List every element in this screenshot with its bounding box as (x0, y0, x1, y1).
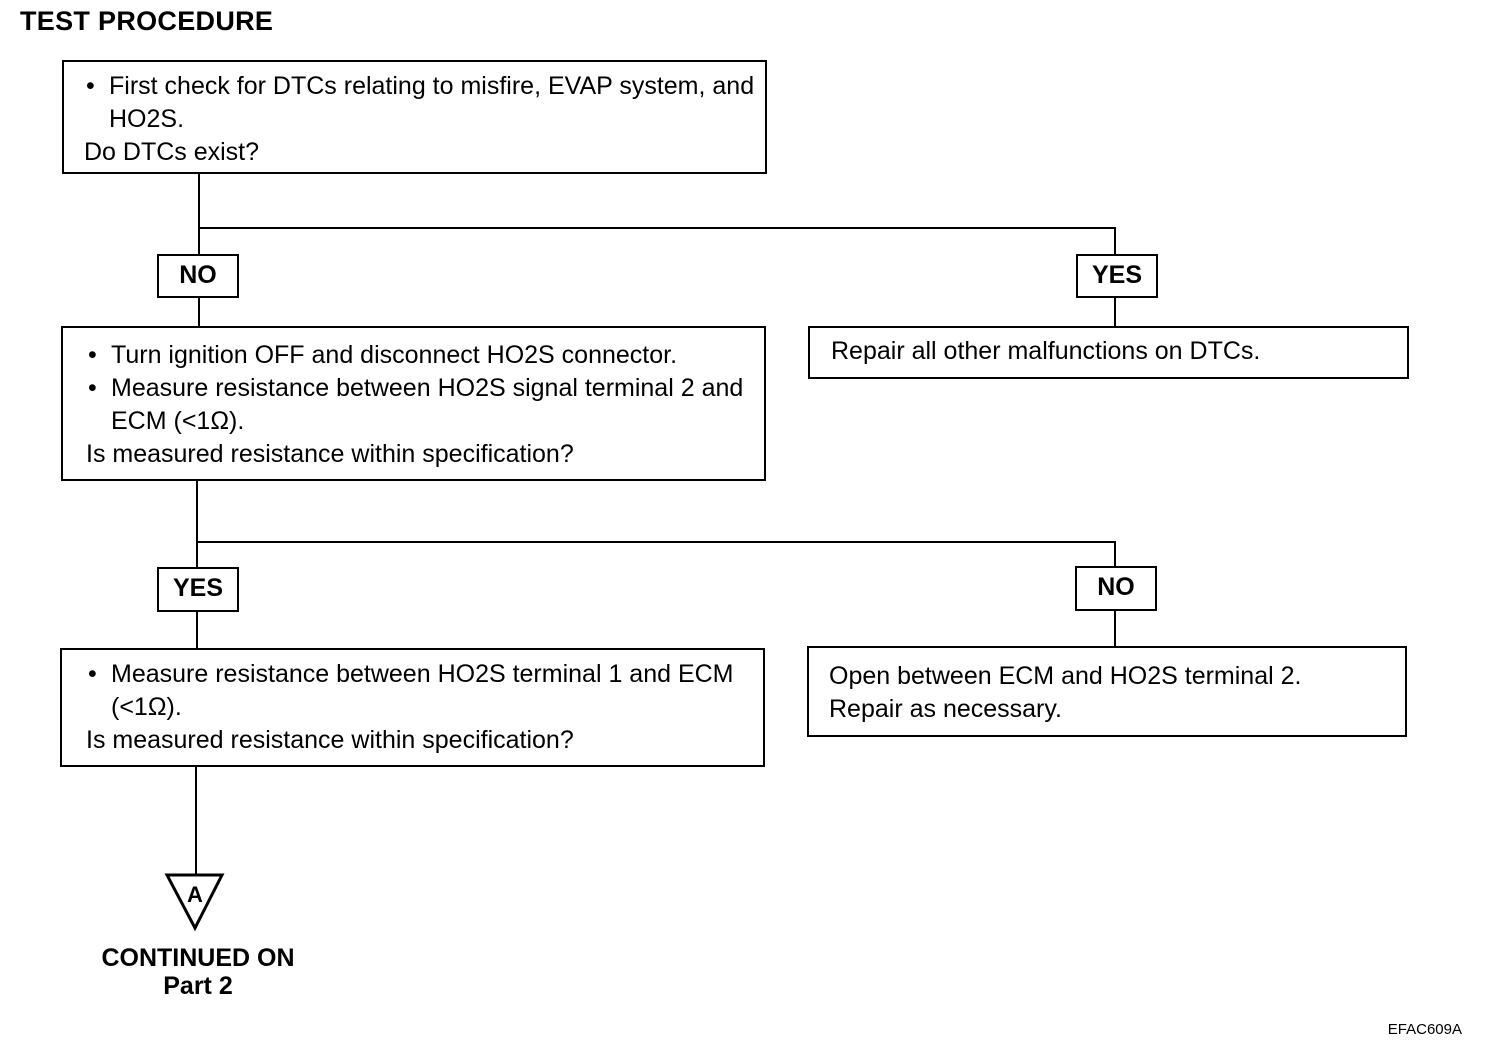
open-circuit-box: Open between ECM and HO2S terminal 2. Re… (807, 646, 1407, 737)
open-circuit-line2: Repair as necessary. (829, 695, 1062, 723)
figure-id: EFAC609A (1387, 1021, 1462, 1038)
repair-dtcs-box: Repair all other malfunctions on DTCs. (808, 326, 1409, 379)
step3-bullet: Measure resistance between HO2S terminal… (86, 658, 759, 724)
connector-line (198, 227, 200, 254)
connector-letter: A (187, 882, 203, 907)
step3-bullets: Measure resistance between HO2S terminal… (86, 658, 759, 724)
step1-bullet: First check for DTCs relating to misfire… (84, 70, 761, 136)
connector-line (198, 297, 200, 328)
step2-bullet: Turn ignition OFF and disconnect HO2S co… (86, 339, 760, 372)
step2-bullets: Turn ignition OFF and disconnect HO2S co… (86, 339, 760, 438)
branch2-yes-label: YES (157, 567, 239, 612)
connector-line (1114, 227, 1116, 254)
step1-box: First check for DTCs relating to misfire… (62, 60, 767, 174)
connector-line (196, 479, 198, 543)
branch1-no-label: NO (157, 254, 239, 298)
triangle-shape (164, 873, 225, 932)
branch1-yes-label: YES (1076, 254, 1158, 298)
connector-line (196, 541, 1116, 543)
connector-line (198, 173, 200, 228)
branch2-no-label: NO (1075, 566, 1157, 611)
connector-line (198, 227, 1116, 229)
open-circuit-line1: Open between ECM and HO2S terminal 2. (829, 662, 1302, 690)
step1-question: Do DTCs exist? (84, 138, 260, 166)
connector-line (196, 541, 198, 567)
page-title: TEST PROCEDURE (20, 6, 274, 36)
step3-question: Is measured resistance within specificat… (86, 726, 574, 754)
continued-note: CONTINUED ON Part 2 (60, 944, 336, 1000)
connector-line (1114, 610, 1116, 648)
step1-bullets: First check for DTCs relating to misfire… (84, 70, 761, 136)
connector-line (196, 610, 198, 650)
connector-line (1114, 541, 1116, 567)
connector-line (195, 765, 197, 875)
offpage-connector-triangle: A (164, 873, 225, 932)
step3-box: Measure resistance between HO2S terminal… (60, 648, 765, 767)
repair-dtcs-text: Repair all other malfunctions on DTCs. (831, 337, 1261, 365)
step2-bullet: Measure resistance between HO2S signal t… (86, 372, 760, 438)
step2-question: Is measured resistance within specificat… (86, 440, 574, 468)
connector-line (1114, 297, 1116, 328)
continued-line1: CONTINUED ON (101, 944, 295, 972)
step2-box: Turn ignition OFF and disconnect HO2S co… (61, 326, 766, 481)
continued-line2: Part 2 (163, 972, 233, 1000)
